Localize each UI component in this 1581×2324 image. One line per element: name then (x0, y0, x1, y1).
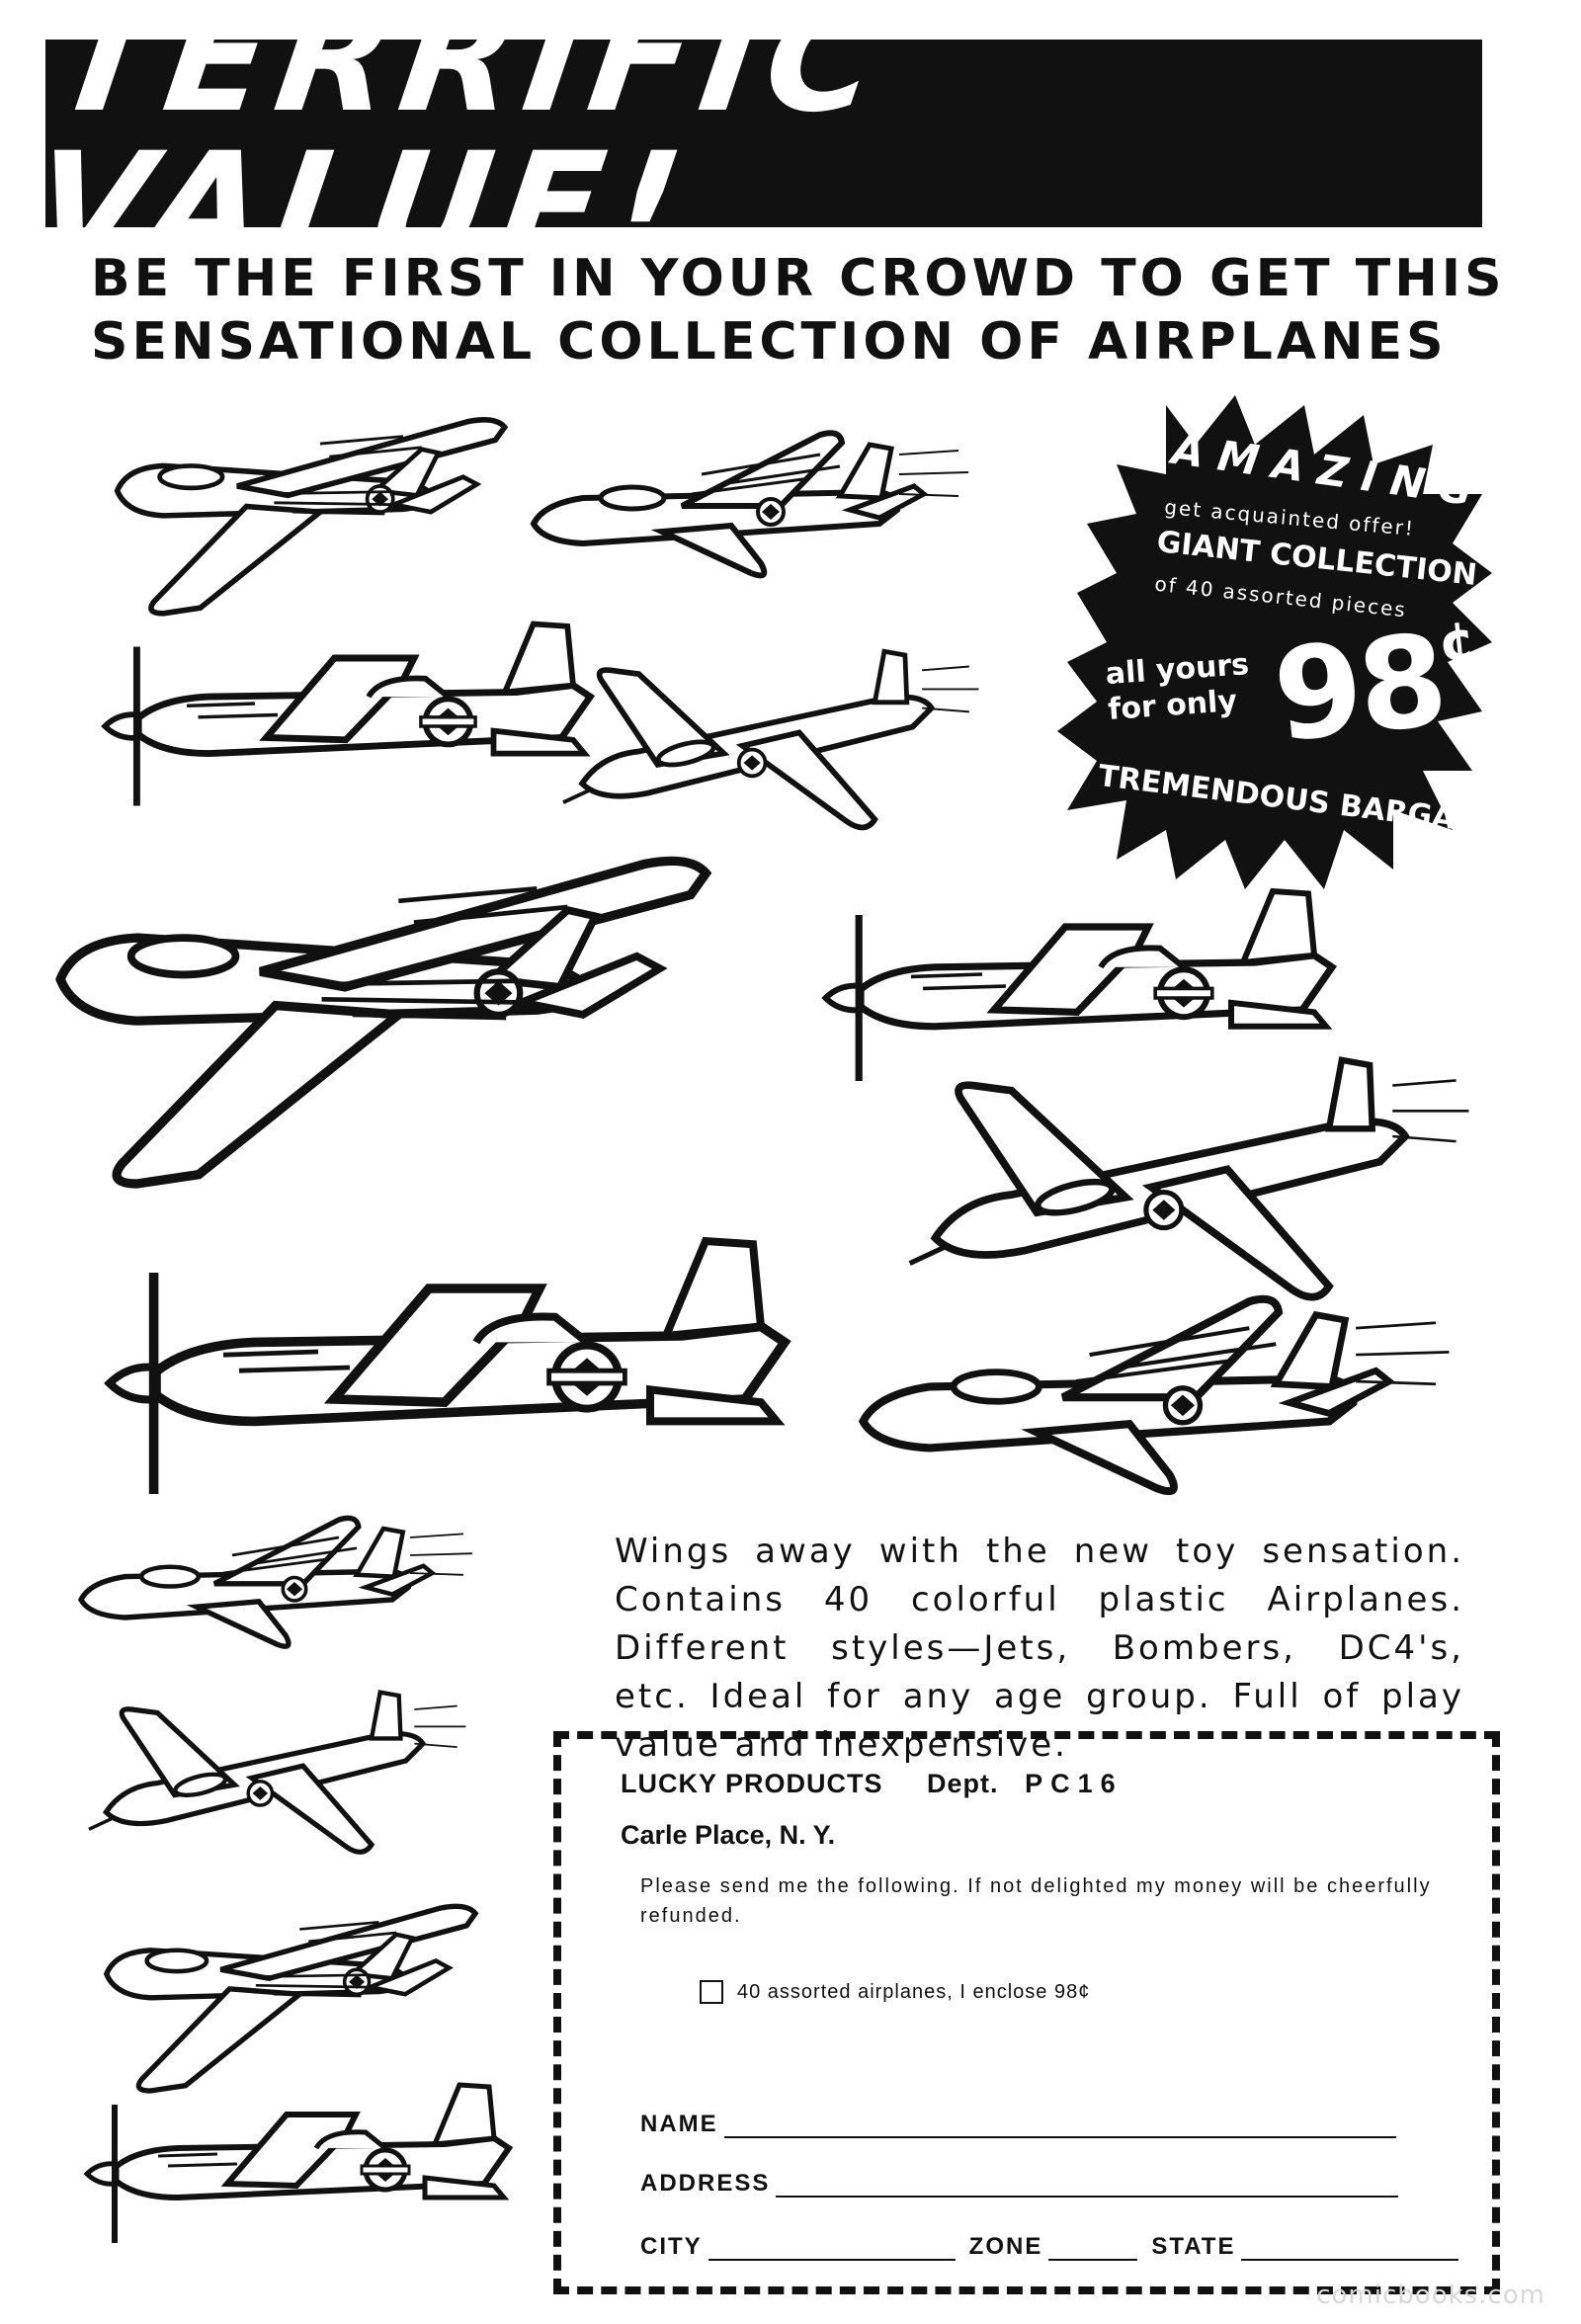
name-field[interactable] (723, 2111, 1396, 2138)
company-address: Carle Place, N. Y. (621, 1820, 836, 1850)
jet-fighter-illustration (99, 395, 514, 632)
cents-symbol: ¢ (1435, 609, 1475, 675)
address-field-row: ADDRESS (640, 2170, 1399, 2198)
sabre-jet-illustration (524, 415, 978, 613)
state-field[interactable] (1241, 2233, 1459, 2261)
city-zone-state-row: CITY ZONE STATE (640, 2233, 1459, 2261)
subheadline-line-2: SENSATIONAL COLLECTION OF AIRPLANES (91, 312, 1448, 372)
zone-field[interactable] (1048, 2233, 1138, 2261)
large-sabre-jet-illustration (850, 1275, 1462, 1541)
small-sabre-jet-illustration (69, 1502, 484, 1680)
straight-wing-jet-illustration (563, 632, 988, 850)
all-yours-label: all yours for only (1105, 647, 1253, 728)
subheadline: BE THE FIRST IN YOUR CROWD TO GET THIS S… (91, 247, 1506, 374)
state-label: STATE (1151, 2233, 1236, 2260)
small-jet-fighter-illustration (89, 1887, 484, 2105)
coupon-note: Please send me the following. If not del… (640, 1875, 1432, 1927)
price-starburst: AMAZING get acquainted offer! GIANT COLL… (1057, 395, 1492, 889)
watermark: comicbooks.com (1316, 2281, 1545, 2310)
price-value: 98 (1267, 607, 1451, 772)
price: 98¢ (1268, 607, 1482, 771)
dept-code: PC16 (1025, 1769, 1123, 1798)
address-label: ADDRESS (640, 2170, 771, 2197)
company-line: LUCKY PRODUCTS Dept. PC16 (621, 1769, 1123, 1799)
name-label: NAME (640, 2111, 718, 2137)
large-mustang-illustration-2 (40, 1225, 850, 1541)
starburst-shape (1057, 395, 1492, 889)
headline-banner: TERRIFIC VALUE! (23, 0, 1482, 293)
small-straight-wing-jet-illustration (89, 1680, 474, 1868)
name-field-row: NAME (640, 2111, 1396, 2138)
order-coupon: LUCKY PRODUCTS Dept. PC16 Carle Place, N… (553, 1731, 1500, 2294)
order-item-label: 40 assorted airplanes, I enclose 98¢ (737, 1980, 1091, 2003)
small-mustang-illustration (69, 2075, 524, 2273)
headline: TERRIFIC VALUE! (23, 0, 898, 293)
address-field[interactable] (776, 2170, 1399, 2198)
company-name: LUCKY PRODUCTS (621, 1769, 883, 1798)
city-label: CITY (640, 2233, 703, 2260)
dept-label: Dept. (927, 1769, 999, 1798)
order-checkbox[interactable] (700, 1980, 723, 2004)
zone-label: ZONE (968, 2233, 1043, 2260)
order-option[interactable]: 40 assorted airplanes, I enclose 98¢ (700, 1980, 1090, 2004)
mustang-fighter-illustration (79, 613, 613, 840)
subheadline-line-1: BE THE FIRST IN YOUR CROWD TO GET THIS (91, 249, 1506, 308)
large-jet-fighter-illustration (30, 830, 721, 1205)
city-field[interactable] (707, 2233, 956, 2261)
